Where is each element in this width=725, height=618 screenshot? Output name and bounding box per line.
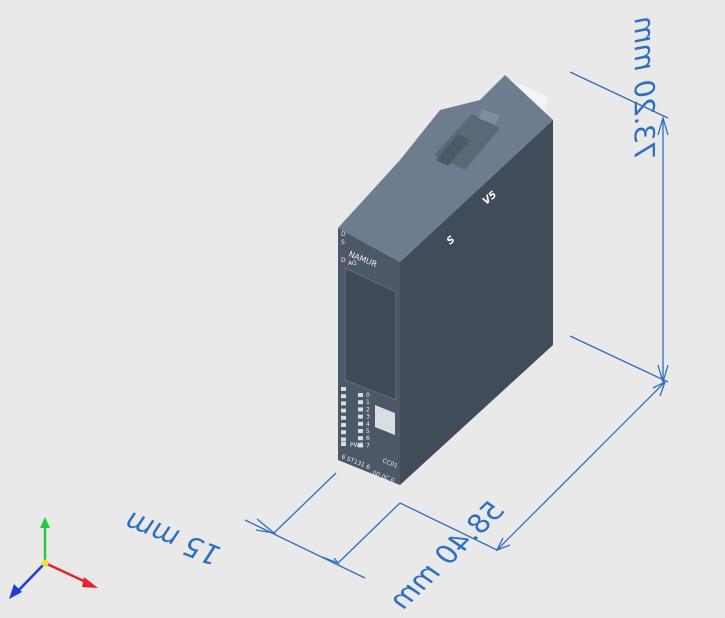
channel-number-0: 0 [366,392,370,399]
led-left-2 [341,401,346,406]
led-right-3 [358,414,363,419]
z-axis-line [16,562,46,593]
pwr-label: PWR [350,442,364,449]
x-axis-arrow [82,577,98,588]
led-left-1 [341,394,346,399]
led-left-3 [341,408,346,413]
module-front-window [344,267,397,401]
led-left-6 [341,430,346,435]
channel-number-2: 2 [366,406,370,413]
led-right-1 [358,400,363,405]
dimension-height-label: 73.20 mm [628,16,661,160]
led-right-6 [358,436,363,441]
led-left-7 [341,437,346,442]
dimension-width-label: 15 mm [120,504,224,572]
channel-number-6: 6 [366,435,370,442]
dimension-width [244,472,366,579]
front-label-d2: D [341,257,346,264]
channel-number-3: 3 [366,414,370,421]
front-label-s: S [341,239,345,246]
led-right-7 [358,443,363,448]
channel-number-4: 4 [366,421,370,428]
led-right-5 [358,429,363,433]
channel-number-1: 1 [366,399,370,406]
led-right-0 [358,393,363,397]
module-side-face [400,120,553,485]
axis-triad [9,517,98,599]
front-label-d1: D [341,231,346,238]
led-right-2 [358,407,363,412]
dimension-height [569,71,669,385]
led-pwr [341,442,346,446]
z-axis-arrow [9,584,22,599]
led-left-5 [341,423,346,427]
channel-number-5: 5 [366,428,370,435]
axis-origin [41,559,49,567]
module-top-face [338,75,553,262]
led-left-4 [341,415,346,420]
dimension-depth-label: 58.40 mm [384,493,510,616]
x-axis-line [44,561,89,585]
module-top-latch [478,109,500,125]
front-label-ag: AG [348,260,357,267]
dimension-depth [337,380,667,564]
channel-number-7: 7 [366,442,370,449]
y-axis-arrow [40,517,50,528]
module-front-label [375,405,395,436]
led-right-4 [358,421,363,426]
led-left-0 [341,387,346,391]
module-top-latch-shadow [436,134,470,166]
